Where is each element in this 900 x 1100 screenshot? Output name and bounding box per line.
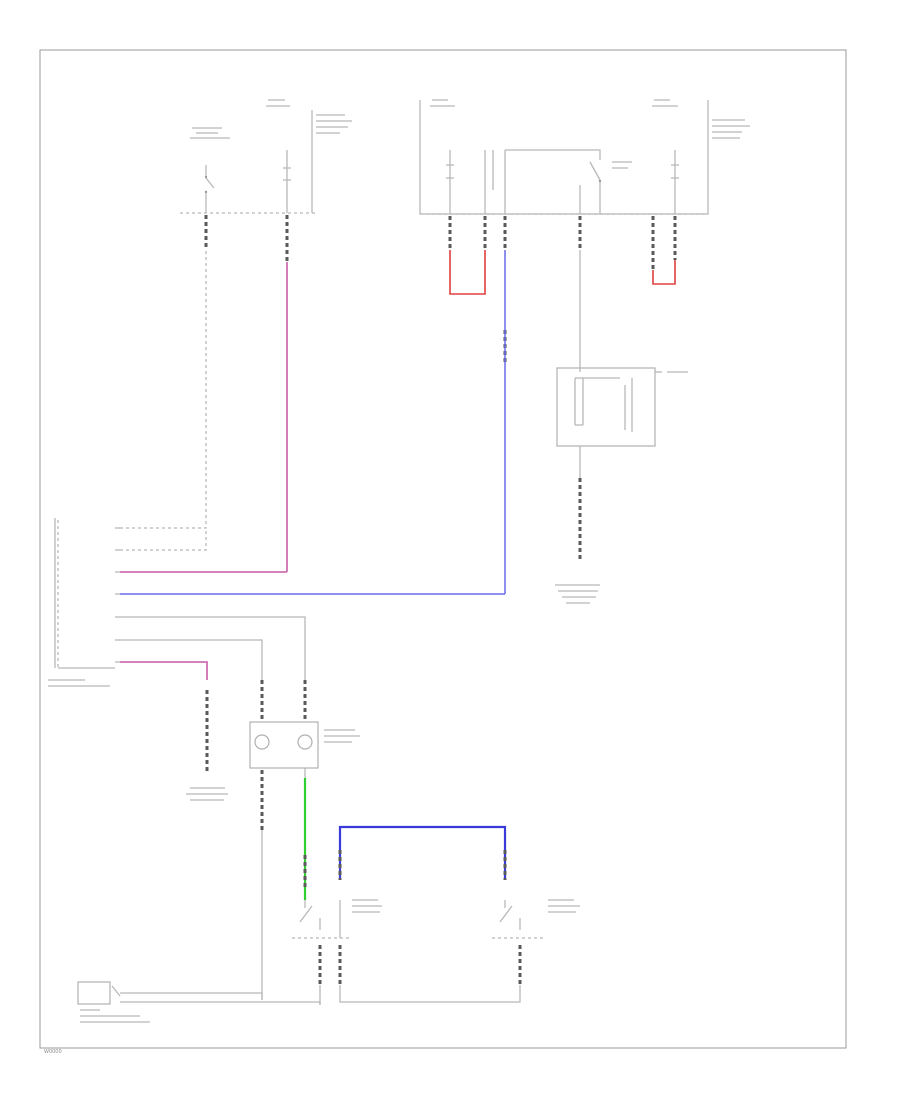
switch-left: [205, 165, 215, 213]
ground-bottom-left: [77, 981, 321, 1005]
footer-code: W0000: [44, 1049, 62, 1055]
wire-pin1: [120, 250, 207, 529]
relay-contact: [574, 378, 584, 426]
left-module: [54, 250, 505, 680]
fuse-1: [446, 150, 454, 214]
label-marks: [48, 99, 750, 1023]
wire-pin2: [120, 528, 207, 551]
top-left-junction: [180, 110, 318, 572]
wire-red-loop-right: [652, 260, 676, 285]
fuse-2: [671, 150, 679, 214]
wire-pin6: [120, 639, 263, 680]
fuse-left: [286, 110, 313, 213]
relay-switch: [589, 161, 601, 214]
relay-coil: [624, 378, 633, 432]
bottom-switches: [261, 825, 545, 1005]
switch-door-1: [299, 900, 321, 930]
lamp-a: [254, 734, 270, 750]
wire-bottom-return: [339, 985, 521, 1003]
lamp-module: [249, 680, 319, 900]
lamp-b: [297, 734, 313, 750]
wire-pin5: [120, 616, 306, 680]
relay-box: [556, 367, 662, 560]
wire-red-loop-left: [449, 250, 486, 295]
wire-blue-bridge: [338, 825, 507, 880]
diagram-frame: [39, 49, 847, 1049]
wire-pin7: [120, 661, 208, 680]
ground-box: [77, 981, 111, 1005]
top-right-junction: [419, 100, 709, 594]
switch-door-2: [499, 900, 521, 930]
